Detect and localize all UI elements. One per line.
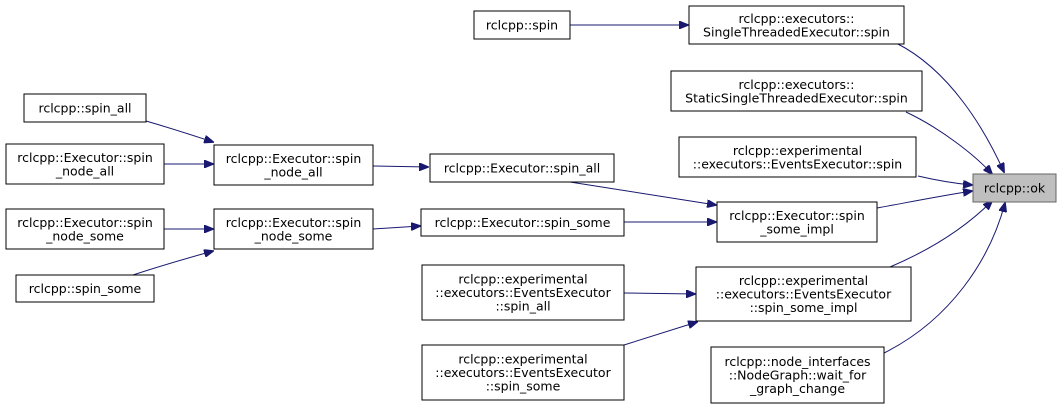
node-label: rclcpp::Executor::spin [226, 215, 362, 230]
node-label: StaticSingleThreadedExecutor::spin [685, 90, 908, 105]
nodes: rclcpp::ok rclcpp::executors::SingleThre… [5, 5, 1057, 404]
node-label: rclcpp::Executor::spin_some [435, 215, 611, 230]
edge-spin-all-to-spin-node-all-mid [145, 120, 213, 142]
node-label: _graph_change [749, 381, 845, 396]
edge-wait-for-graph-change-to-ok [883, 203, 1005, 354]
node-rclcpp-spin[interactable]: rclcpp::spin [473, 10, 571, 40]
node-label: ::executors::EventsExecutor::spin [693, 156, 902, 171]
node-label: ::spin_some [486, 379, 561, 394]
node-label: rclcpp::spin_some [29, 281, 142, 296]
edge-events-spin-all-to-events-spin-some-impl [623, 293, 695, 294]
node-label: _node_some [254, 228, 333, 243]
node-label: rclcpp::executors:: [739, 77, 855, 92]
node-box [5, 143, 165, 185]
node-label: rclcpp::Executor::spin [226, 151, 362, 166]
node-label: ::spin_all [495, 299, 550, 314]
node-executor-spin-node-all-left[interactable]: rclcpp::Executor::spin_node_all [5, 143, 165, 185]
edge-events-executor-spin-to-ok [917, 175, 972, 185]
node-static-single-threaded-executor-spin[interactable]: rclcpp::executors::StaticSingleThreadedE… [670, 70, 923, 112]
node-label: rclcpp::experimental [458, 272, 587, 287]
node-box [670, 70, 923, 112]
edge-executor-spin-all-to-spin-some-impl [569, 181, 716, 205]
node-rclcpp-ok[interactable]: rclcpp::ok [972, 173, 1057, 203]
node-events-executor-spin-some[interactable]: rclcpp::experimental::executors::EventsE… [421, 344, 625, 401]
node-label: rclcpp::Executor::spin [729, 208, 865, 223]
node-label: rclcpp::spin_all [38, 101, 131, 116]
node-events-executor-spin-some-impl[interactable]: rclcpp::experimental::executors::EventsE… [695, 266, 912, 322]
node-executor-spin-all[interactable]: rclcpp::Executor::spin_all [429, 153, 615, 183]
node-rclcpp-spin-all[interactable]: rclcpp::spin_all [23, 93, 147, 123]
edge-spin-some-to-spin-node-some-mid [132, 251, 213, 276]
node-executor-spin-some[interactable]: rclcpp::Executor::spin_some [420, 208, 625, 237]
edges [132, 25, 1005, 354]
node-executor-spin-node-all-mid[interactable]: rclcpp::Executor::spin_node_all [213, 144, 374, 186]
node-label: rclcpp::ok [984, 181, 1046, 196]
edge-static-single-spin-to-ok [905, 111, 992, 174]
node-box [421, 344, 625, 401]
node-box [420, 208, 625, 237]
node-label: ::executors::EventsExecutor [716, 287, 892, 302]
node-label: _some_impl [759, 221, 834, 236]
edge-spin-node-some-mid-to-executor-spin-some [372, 226, 420, 229]
node-label: rclcpp::experimental [733, 143, 862, 158]
edge-single-threaded-spin-to-ok [895, 42, 1004, 172]
node-box [473, 10, 571, 40]
node-box [5, 208, 165, 250]
node-label: ::spin_some_impl [750, 300, 858, 315]
node-nodegraph-wait-for-graph-change[interactable]: rclcpp::node_interfaces::NodeGraph::wait… [710, 346, 885, 404]
node-label: _node_some [45, 228, 124, 243]
node-box [23, 93, 147, 123]
node-box [429, 153, 615, 183]
node-label: rclcpp::Executor::spin [17, 150, 153, 165]
node-label: rclcpp::experimental [739, 273, 868, 288]
node-label: ::executors::EventsExecutor [435, 285, 611, 300]
edge-events-spin-some-to-events-spin-some-impl [623, 322, 697, 346]
node-label: rclcpp::spin [486, 18, 558, 33]
node-label: rclcpp::Executor::spin [17, 215, 153, 230]
node-label: _node_all [263, 164, 322, 179]
edge-spin-node-all-mid-to-executor-spin-all [372, 166, 428, 167]
node-executor-spin-some-impl[interactable]: rclcpp::Executor::spin_some_impl [716, 201, 878, 243]
node-events-executor-spin[interactable]: rclcpp::experimental::executors::EventsE… [678, 136, 917, 178]
node-box [695, 266, 912, 322]
node-single-threaded-executor-spin[interactable]: rclcpp::executors::SingleThreadedExecuto… [688, 5, 905, 45]
node-box [213, 208, 374, 250]
node-box [710, 346, 885, 404]
node-box [716, 201, 878, 243]
node-box [972, 173, 1057, 203]
edge-events-spin-some-impl-to-ok [889, 201, 992, 268]
node-label: ::executors::EventsExecutor [435, 365, 611, 380]
node-label: ::NodeGraph::wait_for [729, 368, 867, 383]
node-box [678, 136, 917, 178]
node-box [213, 144, 374, 186]
node-rclcpp-spin-some[interactable]: rclcpp::spin_some [15, 274, 155, 303]
node-label: rclcpp::executors:: [739, 11, 855, 26]
edge-spin-some-impl-to-ok [876, 191, 972, 209]
node-executor-spin-node-some-mid[interactable]: rclcpp::Executor::spin_node_some [213, 208, 374, 250]
node-label: SingleThreadedExecutor::spin [703, 24, 890, 39]
node-label: rclcpp::node_interfaces [724, 354, 870, 369]
node-box [421, 264, 625, 321]
node-label: rclcpp::Executor::spin_all [444, 161, 600, 176]
node-box [688, 5, 905, 45]
node-events-executor-spin-all[interactable]: rclcpp::experimental::executors::EventsE… [421, 264, 625, 321]
node-label: rclcpp::experimental [458, 352, 587, 367]
node-box [15, 274, 155, 303]
node-executor-spin-node-some-left[interactable]: rclcpp::Executor::spin_node_some [5, 208, 165, 250]
node-label: _node_all [55, 163, 114, 178]
